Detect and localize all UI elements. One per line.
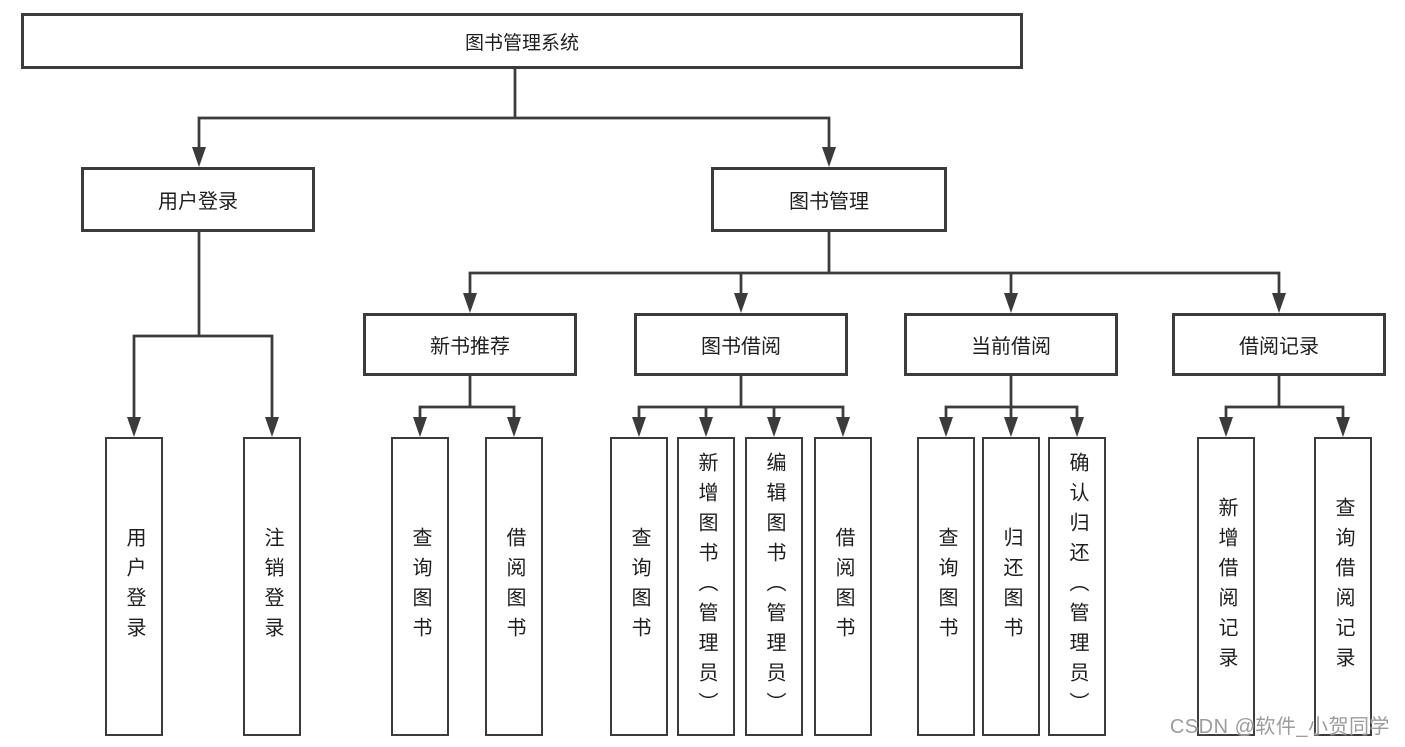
leaf-logout-login: 注销登录 [243, 437, 301, 736]
leaf-br-add-record-label: 新增借阅记录 [1215, 496, 1237, 677]
leaf-bb-query-books-label: 查询图书 [628, 526, 650, 647]
node-user-login-label: 用户登录 [158, 191, 238, 213]
leaf-cb-return-books-label: 归还图书 [1000, 526, 1022, 647]
node-new-book-recommend: 新书推荐 [363, 313, 577, 376]
node-book-borrow-label: 图书借阅 [701, 336, 781, 358]
leaf-nbr-query-books-label: 查询图书 [409, 526, 431, 647]
leaf-cb-confirm-return-admin: 确认归还（管理员） [1048, 437, 1106, 736]
node-borrow-records: 借阅记录 [1172, 313, 1386, 376]
leaf-cb-query-books: 查询图书 [917, 437, 975, 736]
leaf-user-login: 用户登录 [105, 437, 163, 736]
leaf-bb-edit-books-admin-label: 编辑图书（管理员） [763, 451, 785, 722]
node-current-borrow-label: 当前借阅 [971, 336, 1051, 358]
node-root: 图书管理系统 [21, 13, 1023, 69]
leaf-br-query-record: 查询借阅记录 [1314, 437, 1372, 736]
node-book-borrow: 图书借阅 [634, 313, 848, 376]
leaf-cb-return-books: 归还图书 [982, 437, 1040, 736]
leaf-bb-borrow-books: 借阅图书 [814, 437, 872, 736]
leaf-cb-confirm-return-admin-label: 确认归还（管理员） [1066, 451, 1088, 722]
leaf-bb-add-books-admin-label: 新增图书（管理员） [695, 451, 717, 722]
leaf-br-add-record: 新增借阅记录 [1197, 437, 1255, 736]
leaf-nbr-borrow-books: 借阅图书 [485, 437, 543, 736]
node-user-login: 用户登录 [81, 167, 315, 232]
leaf-bb-query-books: 查询图书 [610, 437, 668, 736]
node-book-management-label: 图书管理 [789, 191, 869, 213]
leaf-nbr-query-books: 查询图书 [391, 437, 449, 736]
node-new-book-recommend-label: 新书推荐 [430, 336, 510, 358]
leaf-logout-login-label: 注销登录 [261, 526, 283, 647]
node-root-label: 图书管理系统 [464, 32, 579, 54]
node-book-management: 图书管理 [711, 167, 947, 232]
leaf-nbr-borrow-books-label: 借阅图书 [503, 526, 525, 647]
leaf-user-login-label: 用户登录 [123, 526, 145, 647]
leaf-bb-edit-books-admin: 编辑图书（管理员） [745, 437, 803, 736]
leaf-br-query-record-label: 查询借阅记录 [1332, 496, 1354, 677]
csdn-watermark: CSDN @软件_小贺同学 [1169, 716, 1390, 738]
node-current-borrow: 当前借阅 [904, 313, 1118, 376]
leaf-bb-borrow-books-label: 借阅图书 [832, 526, 854, 647]
leaf-cb-query-books-label: 查询图书 [935, 526, 957, 647]
leaf-bb-add-books-admin: 新增图书（管理员） [677, 437, 735, 736]
node-borrow-records-label: 借阅记录 [1239, 336, 1319, 358]
